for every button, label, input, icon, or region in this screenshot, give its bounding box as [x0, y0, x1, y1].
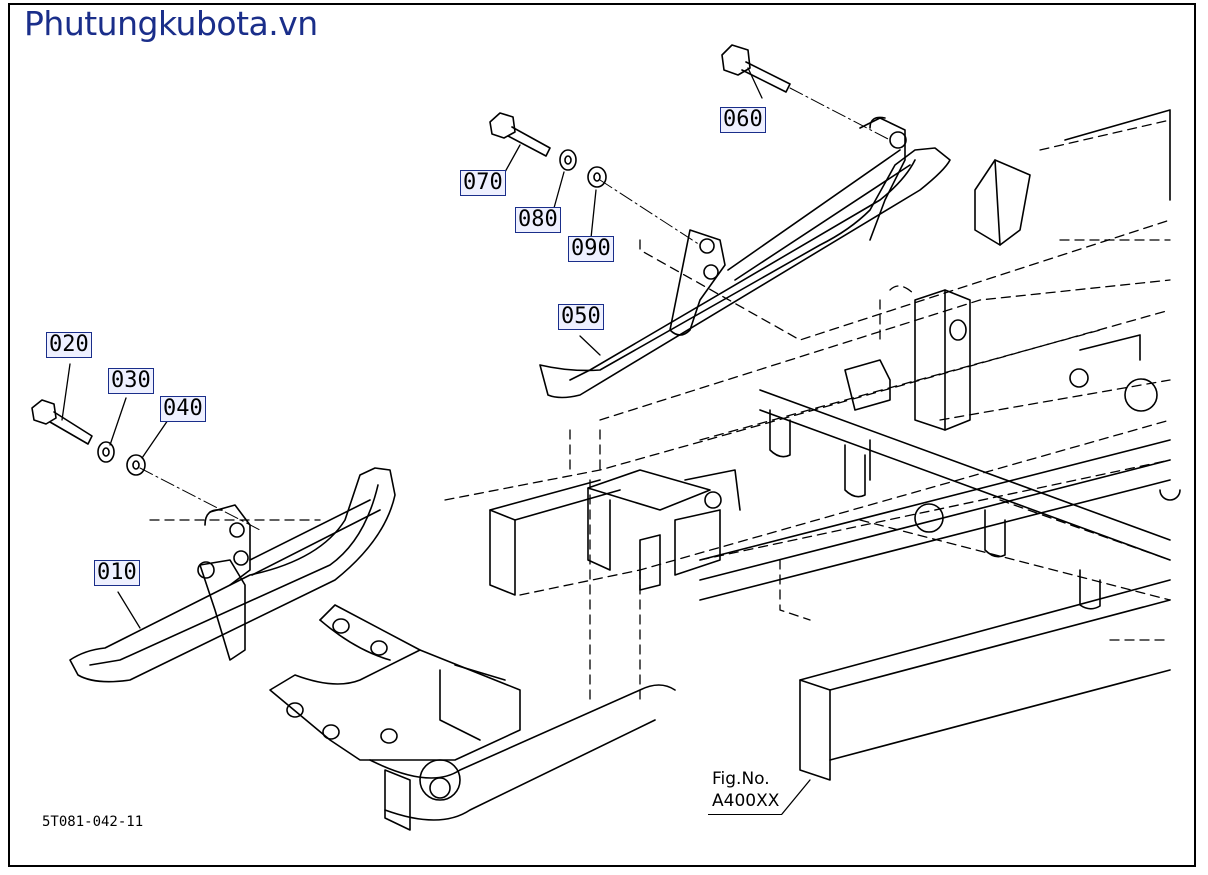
assembly-axes: [139, 87, 891, 531]
part-label-090[interactable]: 090: [568, 236, 614, 262]
bolt-070: [489, 112, 551, 157]
washer-030: [97, 441, 115, 463]
main-frame: [269, 109, 1181, 831]
diagram-frame: [8, 3, 1196, 867]
part-label-010[interactable]: 010: [94, 560, 140, 586]
part-label-030[interactable]: 030: [108, 368, 154, 394]
washer-090: [587, 166, 607, 188]
bolt-060: [721, 44, 791, 93]
part-label-050[interactable]: 050: [558, 304, 604, 330]
bolt-020: [31, 399, 93, 445]
part-label-070[interactable]: 070: [460, 170, 506, 196]
part-label-040[interactable]: 040: [160, 396, 206, 422]
leader-lines: [61, 67, 811, 815]
part-label-060[interactable]: 060: [720, 107, 766, 133]
step-bracket-010: [69, 467, 396, 683]
washer-040: [126, 454, 146, 476]
washer-080: [559, 149, 577, 171]
chassis-frame: [149, 119, 1171, 701]
figure-label: Fig.No.: [712, 769, 770, 789]
part-label-020[interactable]: 020: [46, 332, 92, 358]
figure-number: Fig.No. A400XX: [712, 768, 779, 812]
site-title[interactable]: Phutungkubota.vn: [24, 4, 318, 43]
figure-underline: [708, 814, 782, 815]
drawing-code: 5T081-042-11: [42, 814, 144, 830]
step-bracket-050: [539, 116, 951, 399]
part-label-080[interactable]: 080: [515, 207, 561, 233]
figure-code: A400XX: [712, 791, 780, 811]
